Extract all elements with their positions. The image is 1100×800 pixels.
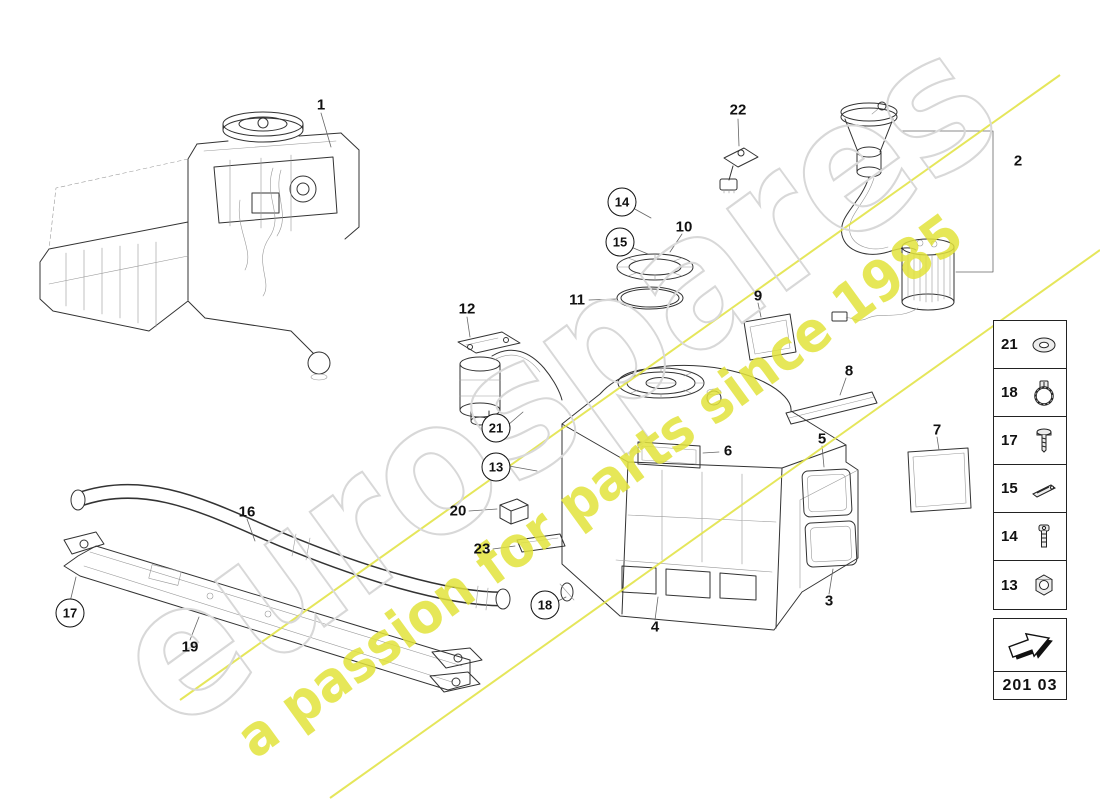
legend-number: 13 (1001, 576, 1018, 594)
nut-icon (1029, 570, 1059, 600)
legend-number: 15 (1001, 480, 1018, 497)
part-callout-14[interactable]: 14 (607, 187, 637, 217)
part-callout-15[interactable]: 15 (605, 227, 635, 257)
legend-item-14[interactable]: 14 (994, 513, 1066, 561)
part-callout-20[interactable]: 20 (449, 502, 467, 520)
part-callout-11[interactable]: 11 (569, 291, 585, 309)
part-callout-5[interactable]: 5 (817, 430, 827, 448)
part-callout-9[interactable]: 9 (753, 287, 763, 305)
part-callout-23[interactable]: 23 (473, 540, 491, 558)
legend-item-21[interactable]: 21 (994, 321, 1066, 369)
part-callout-4[interactable]: 4 (650, 618, 660, 636)
legend-number: 18 (1001, 384, 1018, 401)
part-callout-17[interactable]: 17 (55, 598, 85, 628)
part-callout-1[interactable]: 1 (316, 96, 326, 114)
bolt-icon (1029, 522, 1059, 552)
hose-clamp-icon (1029, 378, 1059, 408)
part-callout-12[interactable]: 12 (458, 300, 476, 318)
part-callout-8[interactable]: 8 (844, 362, 854, 380)
legend-item-15[interactable]: 15 (994, 465, 1066, 513)
hardware-legend: 21 18 17 (993, 320, 1067, 610)
part-callout-7[interactable]: 7 (932, 421, 942, 439)
legend-item-18[interactable]: 18 (994, 369, 1066, 417)
part-callout-10[interactable]: 10 (675, 218, 693, 236)
screw-icon (1029, 426, 1059, 456)
part-callout-16[interactable]: 16 (238, 503, 256, 521)
diagram-code-tile[interactable]: 201 03 (993, 618, 1067, 700)
legend-number: 21 (1001, 336, 1018, 353)
part-callout-6[interactable]: 6 (723, 442, 733, 460)
part-callout-19[interactable]: 19 (181, 638, 199, 656)
part-callout-21[interactable]: 21 (481, 413, 511, 443)
part-callout-3[interactable]: 3 (824, 592, 834, 610)
washer-icon (1029, 330, 1059, 360)
part-callout-2[interactable]: 2 (1013, 152, 1023, 170)
diagram-code: 201 03 (1002, 676, 1058, 694)
part-callout-18[interactable]: 18 (530, 590, 560, 620)
legend-item-17[interactable]: 17 (994, 417, 1066, 465)
legend-number: 17 (1001, 432, 1018, 449)
next-arrow-icon (994, 619, 1066, 672)
legend-number: 14 (1001, 528, 1018, 545)
clip-icon (1029, 474, 1059, 504)
part-callout-13[interactable]: 13 (481, 452, 511, 482)
legend-item-13[interactable]: 13 (994, 561, 1066, 609)
part-callout-22[interactable]: 22 (729, 101, 747, 119)
